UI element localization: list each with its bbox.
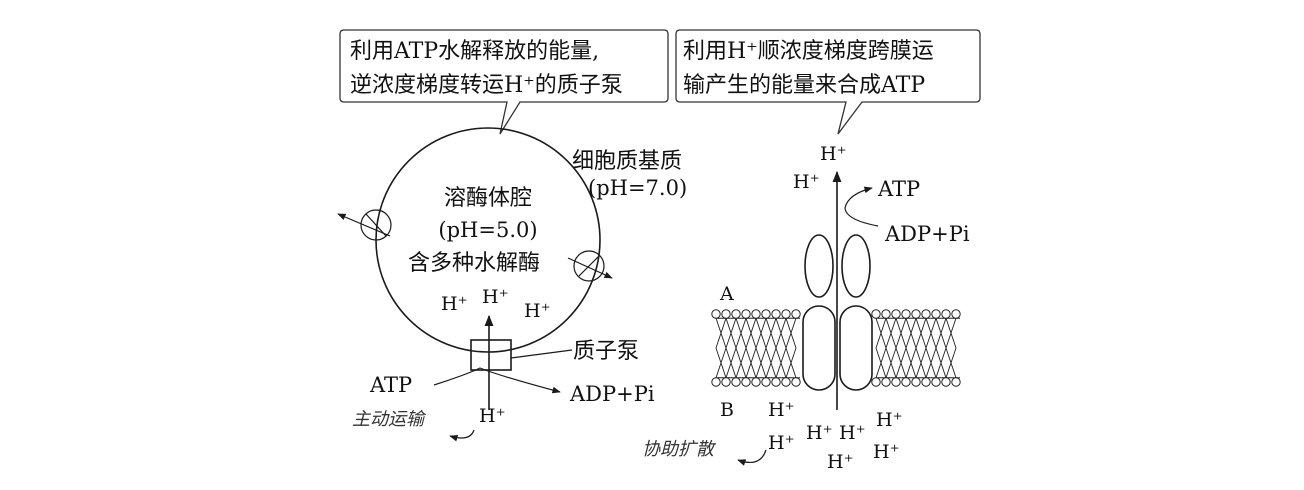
membrane-h-bottom-7: H⁺ [827,451,854,473]
lipid-head [781,309,791,319]
channel-left [337,209,392,241]
lysosome-h-inside-2: H⁺ [482,286,509,308]
membrane-side-a: A [719,283,734,305]
lipid-head [951,377,961,387]
lysosome-cavity-label: 溶酶体腔 [444,186,532,211]
right-callout: 利用H⁺顺浓度梯度跨膜运 输产生的能量来合成ATP [675,29,981,135]
atp-synthase-base-right [839,305,873,391]
membrane-h-bottom-1: H⁺ [768,399,795,421]
lipid-head [731,309,741,319]
lipid-head [751,377,761,387]
lipid-head [881,309,891,319]
lipid-head [951,309,961,319]
lipid-head [881,377,891,387]
lysosome-h-outside: H⁺ [479,405,506,427]
lysosome-enzymes: 含多种水解酶 [408,251,540,276]
lipid-head [921,309,931,319]
lipid-head [791,309,801,319]
right-callout-line2: 输产生的能量来合成ATP [683,73,925,98]
lipid-head [751,309,761,319]
lipid-head [941,309,951,319]
lipid-head [931,377,941,387]
lipid-head [921,377,931,387]
lipid-head [911,309,921,319]
lipid-head [891,377,901,387]
membrane-h-top-2: H⁺ [793,171,820,193]
lipid-head [741,377,751,387]
lipid-head [741,309,751,319]
atp-synthase-head-right [841,234,871,298]
proton-pump-leader [510,349,573,359]
lysosome-atp: ATP [369,373,412,397]
active-transport-pointer [449,429,475,442]
lipid-head [771,309,781,319]
lipid-head [901,309,911,319]
membrane-diagram: ATP ADP+Pi H⁺ H⁺ A B H⁺ H⁺ H⁺ H⁺ H⁺ H⁺ H… [642,143,970,473]
lipid-head [761,377,771,387]
lipid-head [731,377,741,387]
lipid-head [721,309,731,319]
facilitated-diffusion-note: 协助扩散 [642,439,717,460]
channel-right [567,250,613,282]
lipid-tails [875,318,957,378]
lipid-head [711,377,721,387]
lipid-head [931,309,941,319]
lysosome-atp-curve [433,367,561,394]
lipid-head [721,377,731,387]
left-callout-line1: 利用ATP水解释放的能量, [350,39,599,64]
proton-pump-label: 质子泵 [573,339,639,364]
lipid-head [761,309,771,319]
lipid-head [891,309,901,319]
membrane-h-bottom-5: H⁺ [876,409,903,431]
membrane-h-bottom-3: H⁺ [806,422,833,444]
lipid-head [871,309,881,319]
facilitated-diffusion-pointer [737,449,767,466]
left-callout-line2: 逆浓度梯度转运H⁺的质子泵 [350,73,623,98]
right-callout-line1: 利用H⁺顺浓度梯度跨膜运 [683,39,934,64]
lysosome-cavity-ph: (pH=5.0) [438,218,537,242]
membrane-atp-curve [844,186,879,227]
left-callout: 利用ATP水解释放的能量, 逆浓度梯度转运H⁺的质子泵 [339,29,669,135]
cytoplasm-ph: (pH=7.0) [588,176,687,200]
lysosome-h-inside-3: H⁺ [524,300,551,322]
lipid-head [771,377,781,387]
active-transport-note: 主动运输 [352,409,427,430]
membrane-h-bottom-2: H⁺ [768,432,795,454]
lipid-head [941,377,951,387]
membrane-h-top-1: H⁺ [820,143,847,165]
membrane-h-bottom-6: H⁺ [873,441,900,463]
atp-synthase-head-left [804,234,834,298]
membrane-atp: ATP [877,177,920,201]
lipid-head [711,309,721,319]
atp-synthase-base-left [802,305,836,391]
lysosome-h-inside-1: H⁺ [441,293,468,315]
lipid-head [901,377,911,387]
lipid-head [871,377,881,387]
membrane-adp-pi: ADP+Pi [884,222,970,246]
lipid-bilayer [711,309,961,387]
proton-pump-box [470,339,512,371]
cytoplasm-label: 细胞质基质 [572,149,682,174]
lipid-head [781,377,791,387]
lipid-head [791,377,801,387]
membrane-h-bottom-4: H⁺ [839,422,866,444]
lipid-head [911,377,921,387]
membrane-side-b: B [720,399,734,421]
lysosome: 溶酶体腔 (pH=5.0) 含多种水解酶 细胞质基质 (pH=7.0) H⁺ H… [337,127,687,442]
lysosome-adp-pi: ADP+Pi [569,382,655,406]
lipid-tails [715,318,797,378]
